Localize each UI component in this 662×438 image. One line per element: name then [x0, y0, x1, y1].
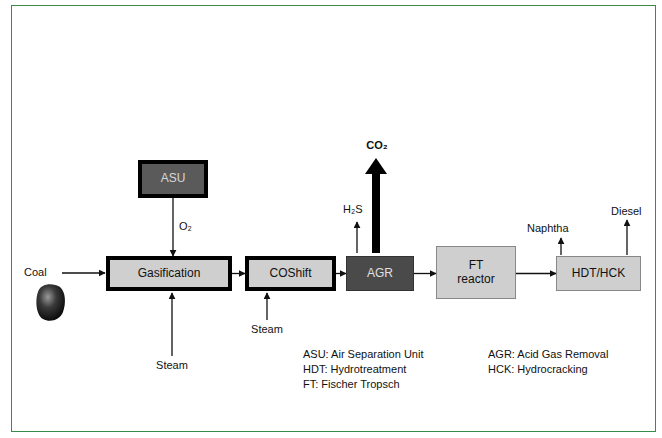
- process-box: AGR: [346, 256, 414, 291]
- naphtha-out-arrow: [560, 238, 561, 255]
- box-text: ASU: [161, 172, 186, 186]
- flow-arrow: [172, 198, 173, 256]
- abbreviation-note: HCK: Hydrocracking: [488, 363, 588, 376]
- product-label: Diesel: [611, 205, 642, 218]
- reactor-box: FT reactor: [436, 246, 516, 299]
- flow-arrow: [336, 273, 346, 274]
- flow-arrow: [232, 273, 245, 274]
- abbreviation-note: ASU: Air Separation Unit: [303, 348, 423, 361]
- flow-arrow: [516, 273, 556, 274]
- box-text: FT reactor: [453, 259, 499, 287]
- product-label: H₂S: [343, 203, 363, 216]
- process-box: COShift: [245, 256, 336, 291]
- abbreviation-note: FT: Fischer Tropsch: [303, 378, 400, 391]
- flow-arrow: [414, 273, 436, 274]
- abbreviation-note: HDT: Hydrotreatment: [303, 363, 406, 376]
- steam-feed-arrow: [171, 293, 172, 356]
- box-text: HDT/HCK: [572, 267, 625, 281]
- feed-label: Coal: [24, 266, 47, 279]
- process-box: HDT/HCK: [556, 256, 641, 291]
- product-label: CO₂: [366, 139, 387, 152]
- box-text: Gasification: [138, 267, 201, 281]
- coal-feed-arrow: [62, 272, 105, 273]
- process-box: Gasification: [106, 256, 232, 291]
- frame-border: [12, 6, 656, 432]
- box-text: AGR: [367, 267, 393, 281]
- feed-label: Steam: [251, 323, 283, 336]
- feed-label: Steam: [156, 359, 188, 372]
- unit-box: ASU: [138, 160, 208, 198]
- diesel-out-arrow: [626, 220, 627, 255]
- product-label: Naphtha: [527, 222, 569, 235]
- stream-label: O₂: [178, 220, 193, 233]
- abbreviation-note: AGR: Acid Gas Removal: [488, 348, 608, 361]
- box-text: COShift: [269, 267, 311, 281]
- coal-lump: [36, 284, 65, 320]
- steam-feed-arrow: [266, 293, 267, 320]
- co2-out-arrow: [365, 158, 387, 253]
- h2s-out-arrow: [356, 222, 357, 253]
